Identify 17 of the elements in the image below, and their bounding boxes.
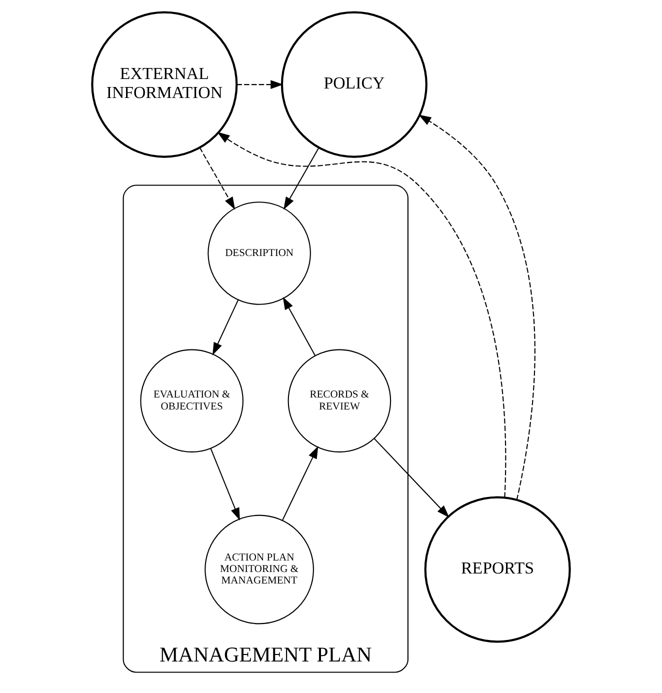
node-circle: EVALUATION & OBJECTIVES bbox=[140, 349, 244, 452]
node-circle: RECORDS & REVIEW bbox=[288, 349, 392, 452]
arrow bbox=[284, 147, 320, 210]
arrow bbox=[282, 446, 318, 521]
node-circle: REPORTS bbox=[424, 496, 571, 643]
arrow bbox=[374, 438, 450, 518]
arrow bbox=[236, 80, 284, 89]
node-circle: DESCRIPTION bbox=[208, 202, 311, 305]
arrow bbox=[217, 132, 506, 498]
arrow bbox=[418, 114, 536, 500]
node-circle: POLICY bbox=[280, 11, 428, 158]
node-circle: ACTION PLAN MONITORING & MANAGEMENT bbox=[204, 514, 314, 624]
arrow bbox=[210, 448, 240, 521]
node-circle: EXTERNAL INFORMATION bbox=[91, 11, 238, 158]
arrow bbox=[212, 300, 239, 356]
arrow bbox=[282, 296, 316, 356]
arrow bbox=[199, 147, 236, 210]
